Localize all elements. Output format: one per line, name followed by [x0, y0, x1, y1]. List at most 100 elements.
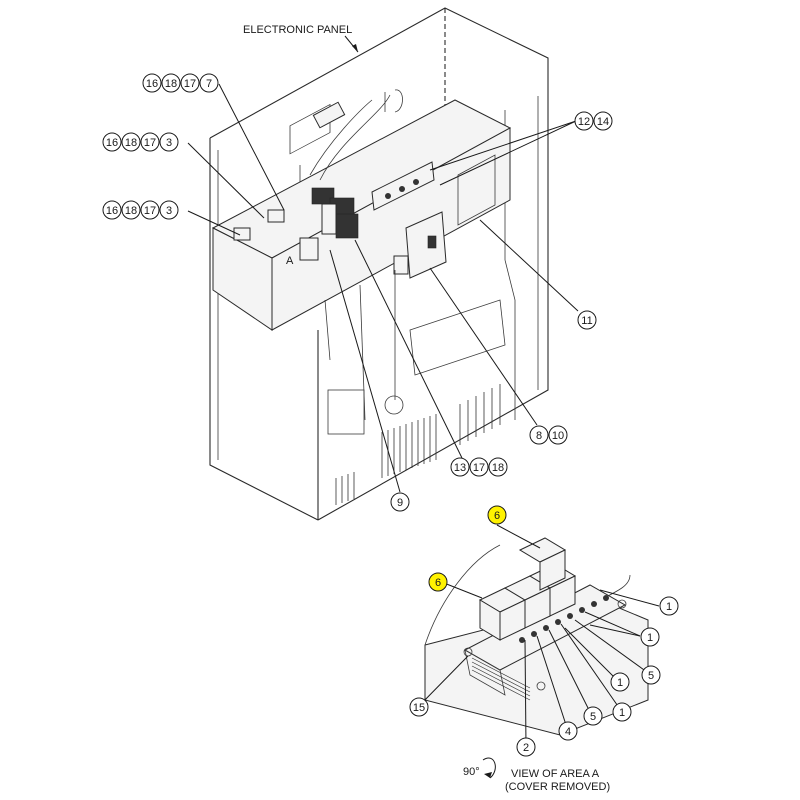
- callout-bubble: [159, 132, 179, 152]
- callout-number: 17: [144, 205, 156, 217]
- callout-d1c: 1: [610, 672, 630, 692]
- callout-bubble: [610, 672, 630, 692]
- callout-bubble: [159, 200, 179, 220]
- callout-d15: 15: [409, 697, 429, 717]
- callout-number: 1: [647, 632, 653, 644]
- callout-number: 16: [106, 205, 118, 217]
- cable-harness: [309, 89, 403, 181]
- callout-bubble: [659, 596, 679, 616]
- vent-grille-lower: [335, 384, 501, 505]
- callout-bubble: [558, 721, 578, 741]
- view-caption-line-2: (COVER REMOVED): [505, 781, 610, 793]
- rail-left-a: [324, 299, 331, 361]
- callout-bubble: [469, 457, 489, 477]
- callout-number: 7: [206, 78, 212, 90]
- callout-number: 12: [578, 116, 590, 128]
- callout-number: 15: [413, 702, 425, 714]
- callout-d5b: 5: [583, 706, 603, 726]
- callout-number: 3: [166, 205, 172, 217]
- view-caption-line-1: VIEW OF AREA A: [511, 768, 600, 780]
- callout-bubble: [161, 73, 181, 93]
- detail-mount-screw-bottom: [536, 681, 546, 691]
- callout-bubble: [574, 111, 594, 131]
- callout-d1b: 1: [640, 627, 660, 647]
- rotation-arrow-icon: [482, 757, 496, 779]
- callout-number: 17: [473, 462, 485, 474]
- callout-number: 1: [617, 677, 623, 689]
- detail-relays: [478, 537, 577, 641]
- terminal-strip: [371, 161, 435, 211]
- callout-bubble: [140, 200, 160, 220]
- disconnect-box: [393, 211, 447, 279]
- control-shelf-side: [212, 227, 273, 331]
- callout-number: 11: [581, 315, 592, 327]
- switch-lower: [233, 227, 251, 241]
- callout-bubble: [390, 492, 410, 512]
- relay-block: [311, 187, 359, 239]
- callout-d5a: 5: [641, 665, 661, 685]
- lower-window-left: [327, 389, 365, 435]
- callout-number: 9: [397, 497, 403, 509]
- callout-number: 4: [565, 726, 571, 738]
- detail-board-connector-pins: [471, 657, 531, 701]
- callout-bubble: [612, 702, 632, 722]
- callout-g11: 11: [577, 310, 597, 330]
- cabinet-right-face: [317, 92, 549, 521]
- callout-bubble: [140, 132, 160, 152]
- callout-number: 16: [146, 78, 158, 90]
- harness-connector: [312, 101, 346, 129]
- detail-board-edge: [464, 649, 506, 696]
- callout-bubble: [516, 737, 536, 757]
- callout-bubble: [409, 697, 429, 717]
- callout-bubble: [142, 73, 162, 93]
- detail-terminals: [519, 595, 609, 643]
- callout-d1a: 1: [659, 596, 679, 616]
- callout-number: 6: [435, 577, 441, 589]
- callout-bubble: [121, 200, 141, 220]
- callout-number: 5: [648, 670, 654, 682]
- callout-bubble: [428, 572, 448, 592]
- callout-number: 6: [494, 510, 500, 522]
- callout-bubble: [121, 132, 141, 152]
- callout-bubble: [640, 627, 660, 647]
- lower-bracket: [409, 299, 506, 376]
- electronic-panel-cabinet: [209, 7, 549, 521]
- cabinet-top-back-edge: [209, 7, 549, 139]
- switch-upper: [267, 209, 285, 223]
- rotation-arrowhead-icon: [484, 772, 492, 778]
- callout-bubble: [583, 706, 603, 726]
- callout-bubble: [487, 505, 507, 525]
- callout-bubble: [641, 665, 661, 685]
- callout-bubble: [102, 132, 122, 152]
- callout-g6b: 6: [428, 572, 448, 592]
- detail-mount-screw-right: [617, 599, 627, 609]
- callout-bubble: [199, 73, 219, 93]
- callout-g9: 9: [390, 492, 410, 512]
- callout-number: 1: [619, 707, 625, 719]
- callout-d1d: 1: [612, 702, 632, 722]
- callout-number: 10: [552, 430, 564, 442]
- detail-view-area-a: [424, 537, 649, 736]
- diagram-title: ELECTRONIC PANEL: [243, 24, 352, 36]
- callout-bubble: [577, 310, 597, 330]
- callout-number: 14: [597, 116, 609, 128]
- callout-bubble: [529, 425, 549, 445]
- callout-bubble: [180, 73, 200, 93]
- shelf-window-right: [457, 154, 496, 226]
- callout-g12: 12 14: [574, 111, 613, 131]
- callout-number: 1: [666, 601, 672, 613]
- callout-g6a: 6: [487, 505, 507, 525]
- callout-number: 17: [144, 137, 156, 149]
- callout-bubble: [593, 111, 613, 131]
- area-a-module: [299, 237, 319, 261]
- callout-bubble: [488, 457, 508, 477]
- callout-number: 18: [492, 462, 504, 474]
- callout-number: 17: [184, 78, 196, 90]
- callout-number: 13: [454, 462, 466, 474]
